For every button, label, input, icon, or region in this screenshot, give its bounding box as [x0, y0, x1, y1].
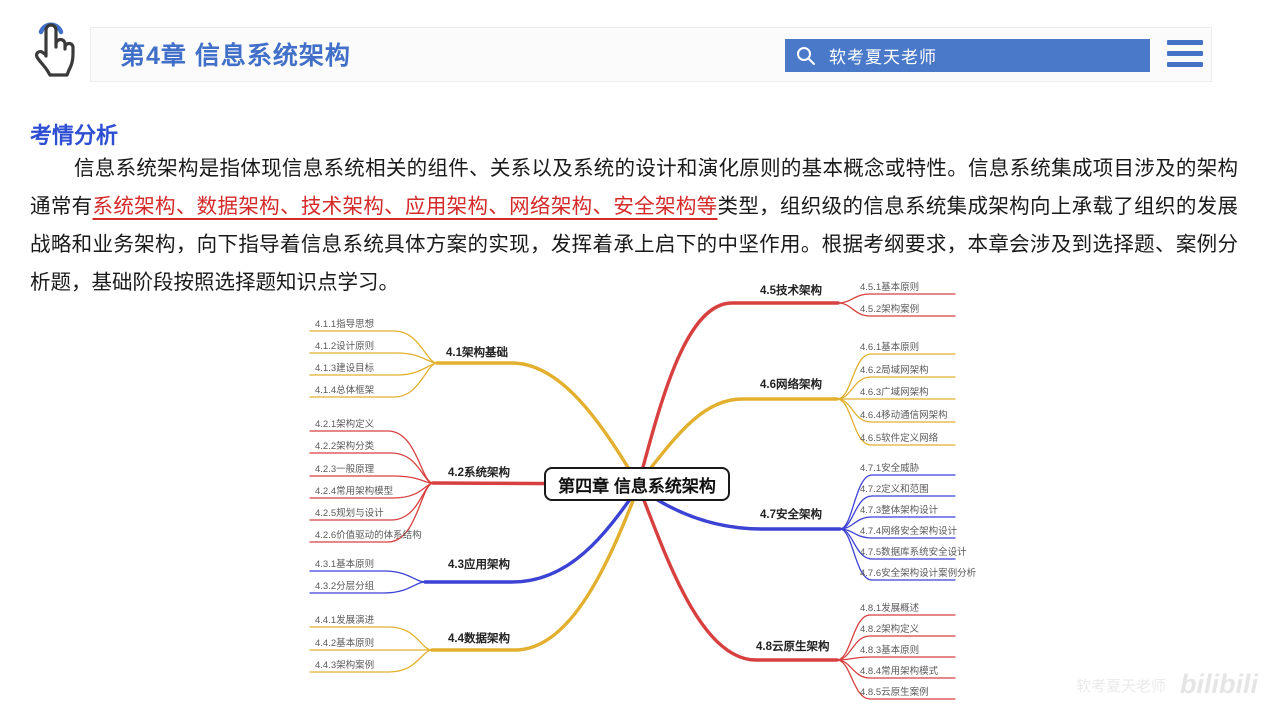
paragraph-text: 类型，组织级的信息系统集成架构向上承载了组织的发展战略和业务架构，向下指导着信息…	[30, 195, 1238, 294]
subtopic-label: 4.2.4常用架构模型	[315, 486, 394, 497]
search-box[interactable]: 软考夏天老师	[785, 39, 1150, 72]
search-icon	[797, 46, 815, 65]
subtopic-label: 4.8.2架构定义	[860, 624, 920, 635]
section-heading: 考情分析	[30, 123, 119, 148]
subtopic-label: 4.2.1架构定义	[315, 419, 375, 430]
yellow-branch-lines	[309, 330, 956, 673]
subtopic-label: 4.8.5云原生案例	[860, 687, 929, 698]
branch-label-4-8: 4.8云原生架构	[756, 641, 830, 653]
tap-gesture-icon	[35, 22, 75, 77]
branch-label-4-6: 4.6网络架构	[760, 379, 822, 391]
highlighted-architecture-types: 系统架构、数据架构、技术架构、应用架构、网络架构、安全架构等	[92, 195, 718, 218]
mindmap-center-node: 第四章 信息系统架构	[544, 467, 730, 501]
subtopic-label: 4.3.2分层分组	[315, 581, 375, 592]
subtopic-label: 4.8.4常用架构模式	[860, 666, 939, 677]
subtopic-label: 4.1.1指导思想	[315, 319, 375, 330]
branch-label-4-2: 4.2系统架构	[448, 467, 510, 479]
subtopic-label: 4.8.1发展概述	[860, 603, 920, 614]
bilibili-watermark: 软考夏天老师 bilibili	[1076, 669, 1258, 700]
search-text: 软考夏天老师	[829, 48, 937, 67]
bilibili-logo: bilibili	[1180, 669, 1258, 699]
subtopic-label: 4.2.2架构分类	[315, 441, 375, 452]
subtopic-label: 4.7.6安全架构设计案例分析	[860, 568, 977, 579]
watermark-text: 软考夏天老师	[1075, 678, 1166, 695]
subtopic-label: 4.6.3广域网架构	[860, 387, 929, 398]
subtopic-label: 4.1.2设计原则	[315, 341, 375, 352]
hamburger-icon	[1167, 51, 1203, 56]
analysis-paragraph: 信息系统架构是指体现信息系统相关的组件、关系以及系统的设计和演化原则的基本概念或…	[30, 150, 1238, 302]
page-title: 第4章 信息系统架构	[120, 42, 351, 70]
subtopic-label: 4.1.4总体框架	[315, 385, 375, 396]
subtopic-label: 4.7.4网络安全架构设计	[860, 526, 958, 537]
subtopic-label: 4.7.3整体架构设计	[860, 505, 939, 516]
subtopic-label: 4.6.2局域网架构	[860, 365, 929, 376]
subtopic-label: 4.7.5数据库系统安全设计	[860, 547, 967, 558]
branch-label-4-3: 4.3应用架构	[448, 559, 510, 571]
subtopic-label: 4.2.6价值驱动的体系结构	[315, 530, 422, 541]
subtopic-label: 4.2.5规划与设计	[315, 508, 384, 519]
branch-label-4-4: 4.4数据架构	[448, 633, 510, 645]
subtopic-label: 4.7.1安全威胁	[860, 463, 920, 474]
subtopic-label: 4.2.3一般原理	[315, 464, 375, 475]
subtopic-label: 4.4.1发展演进	[315, 615, 375, 626]
paragraph-text: 信息系统架构是指体现信息系统相关的组件、关系以及系统的设计和演化原则的基本概念或…	[30, 157, 1238, 218]
subtopic-label: 4.5.1基本原则	[860, 282, 920, 293]
branch-label-4-1: 4.1架构基础	[446, 347, 508, 359]
subtopic-label: 4.6.4移动通信网架构	[860, 410, 948, 421]
subtopic-label: 4.7.2定义和范围	[860, 484, 929, 495]
hamburger-icon	[1167, 62, 1203, 67]
subtopic-label: 4.6.1基本原则	[860, 342, 920, 353]
subtopic-label: 4.5.2架构案例	[860, 304, 920, 315]
branch-label-4-7: 4.7安全架构	[760, 509, 822, 521]
subtopic-label: 4.4.2基本原则	[315, 638, 375, 649]
subtopic-label: 4.6.5软件定义网络	[860, 433, 939, 444]
hamburger-icon	[1167, 40, 1203, 45]
subtopic-label: 4.4.3架构案例	[315, 660, 375, 671]
branch-label-4-5: 4.5技术架构	[760, 285, 822, 297]
menu-button[interactable]	[1167, 40, 1203, 67]
subtopic-label: 4.3.1基本原则	[315, 559, 375, 570]
subtopic-label: 4.1.3建设目标	[315, 363, 375, 374]
subtopic-label: 4.8.3基本原则	[860, 645, 920, 656]
